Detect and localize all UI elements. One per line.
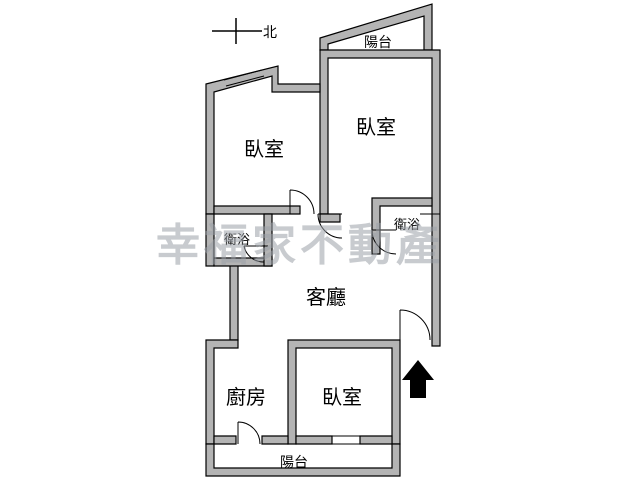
bedroom-right-label: 臥室 (356, 115, 396, 139)
compass-north-icon: 北 (212, 18, 277, 44)
windows (223, 49, 440, 445)
balcony-bottom-label: 陽台 (280, 455, 308, 471)
kitchen-label: 廚房 (226, 385, 266, 409)
bath-right-label: 衛浴 (394, 218, 420, 233)
watermark: 幸福家不動產 (156, 220, 444, 271)
compass-label: 北 (263, 25, 277, 41)
arrow-up-icon (402, 360, 434, 398)
living-room-label: 客廳 (306, 285, 346, 309)
bath-left-label: 衛浴 (224, 233, 250, 248)
bedroom-left-label: 臥室 (244, 137, 284, 161)
doors (237, 189, 431, 445)
balcony-top-label: 陽台 (364, 35, 392, 51)
bedroom-bottom-label: 臥室 (322, 385, 362, 409)
